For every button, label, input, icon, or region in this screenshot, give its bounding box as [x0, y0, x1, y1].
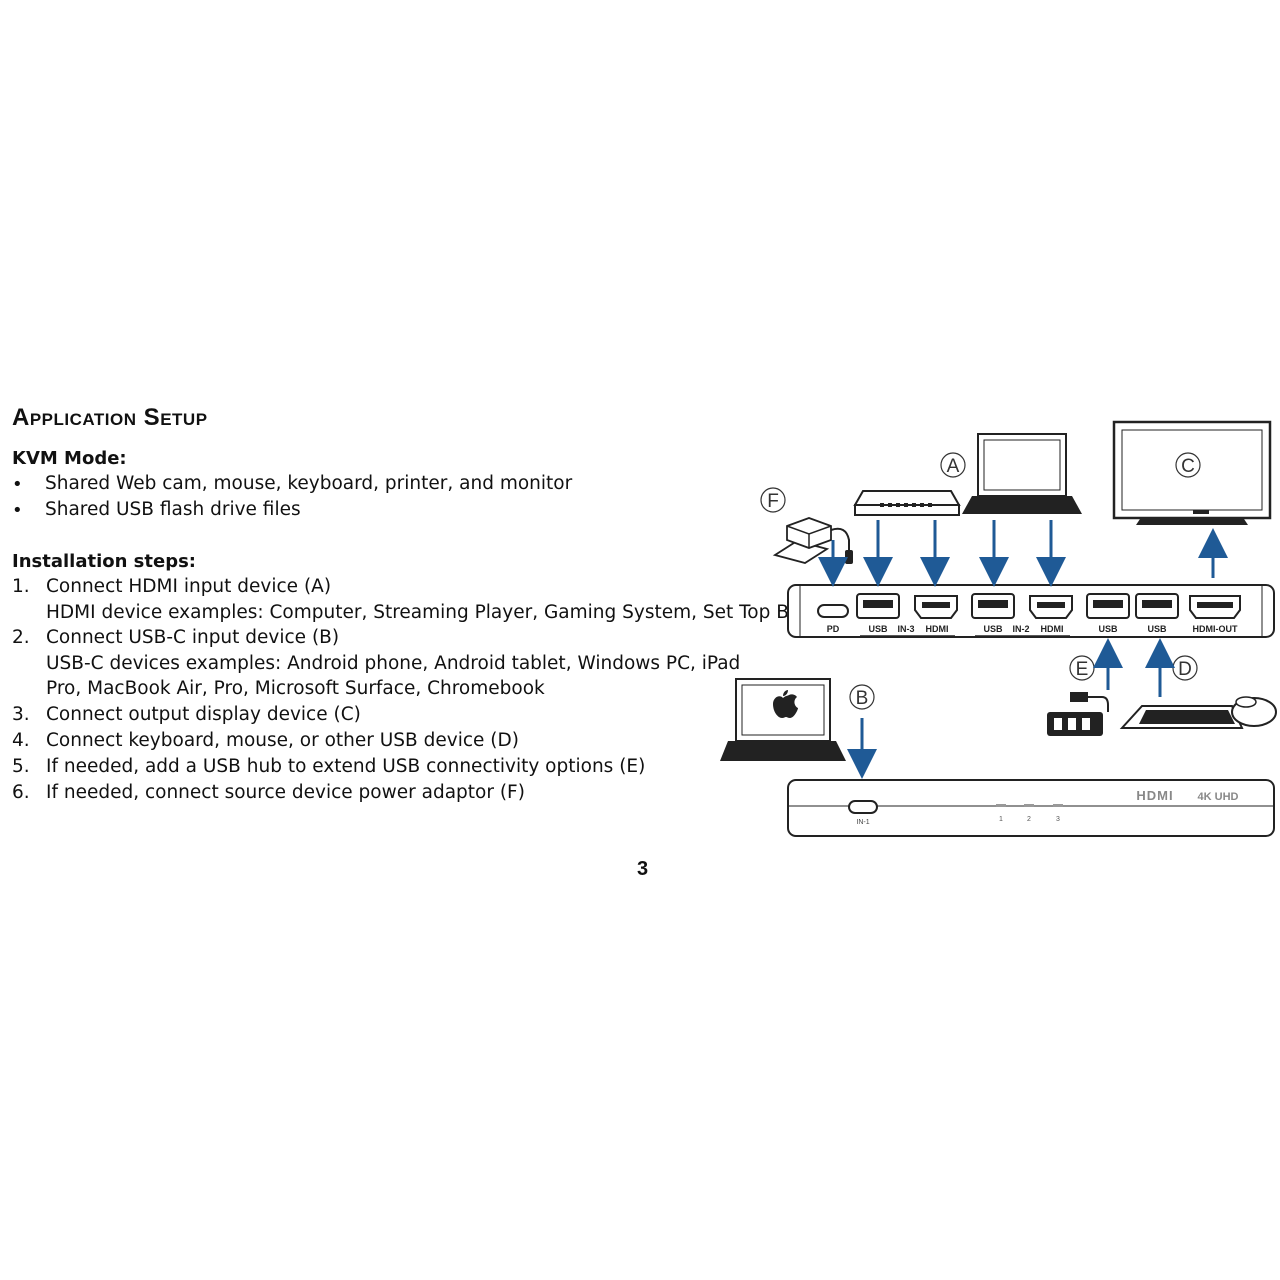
port-label: USB	[868, 624, 888, 634]
mouse-icon	[1231, 696, 1277, 727]
callout-d: D	[1172, 655, 1198, 681]
led-indicator	[1024, 804, 1034, 807]
connection-arrows	[818, 520, 1228, 779]
kvm-bullet-2: Shared USB flash drive files	[45, 499, 301, 520]
hdmi-logo: HDMI	[1136, 788, 1173, 803]
led-label: 3	[1056, 816, 1060, 823]
kvm-heading: KVM Mode:	[12, 448, 127, 469]
callout-c: C	[1175, 452, 1201, 478]
power-adapter-icon	[772, 517, 853, 564]
svg-text:D: D	[1178, 659, 1192, 680]
hdmi-port	[1029, 595, 1073, 619]
step-1-line-1: Connect HDMI input device (A)	[46, 576, 332, 597]
in1-label: IN-1	[856, 819, 869, 826]
led-label: 1	[999, 816, 1003, 823]
apple-logo-icon	[773, 694, 798, 718]
step-2-line-3: Pro, MacBook Air, Pro, Microsoft Surface…	[46, 678, 545, 699]
port-label: IN-3	[897, 624, 914, 634]
pd-port	[817, 604, 849, 618]
step-number: 6.	[12, 782, 30, 803]
svg-text:C: C	[1181, 456, 1195, 477]
page-number: 3	[637, 858, 649, 880]
step-number: 2.	[12, 627, 30, 648]
port-label: HDMI	[1041, 624, 1064, 634]
port-label: HDMI-OUT	[1193, 624, 1238, 634]
port-label: USB	[1098, 624, 1118, 634]
callout-e: E	[1069, 655, 1095, 681]
kvm-bullet-1: Shared Web cam, mouse, keyboard, printer…	[45, 473, 573, 494]
step-2-line-2: USB-C devices examples: Android phone, A…	[46, 653, 741, 674]
svg-text:E: E	[1076, 659, 1089, 680]
led-indicator	[1053, 804, 1063, 807]
hdmi-out-port	[1189, 595, 1241, 619]
callout-b: B	[849, 684, 875, 710]
step-4-line-1: Connect keyboard, mouse, or other USB de…	[46, 730, 519, 751]
step-number: 4.	[12, 730, 30, 751]
led-label: 2	[1027, 816, 1031, 823]
led-indicator	[996, 804, 1006, 807]
streaming-box-icon	[853, 490, 961, 516]
hdmi-port	[914, 595, 958, 619]
usb-hub-icon	[1047, 692, 1109, 736]
step-1-line-2: HDMI device examples: Computer, Streamin…	[46, 602, 811, 623]
port-label: USB	[1147, 624, 1167, 634]
callout-f: F	[760, 487, 786, 513]
install-heading: Installation steps:	[12, 551, 197, 572]
step-number: 3.	[12, 704, 30, 725]
step-5-line-1: If needed, add a USB hub to extend USB c…	[46, 756, 646, 777]
in1-port	[848, 800, 878, 814]
step-2-line-1: Connect USB-C input device (B)	[46, 627, 340, 648]
port-label: IN-2	[1012, 624, 1029, 634]
bullet-marker: •	[12, 500, 23, 521]
bullet-marker: •	[12, 474, 23, 495]
port-label: PD	[827, 624, 840, 634]
step-number: 5.	[12, 756, 30, 777]
callout-a: A	[940, 452, 966, 478]
keyboard-icon	[1119, 705, 1244, 729]
svg-text:F: F	[767, 491, 779, 512]
svg-text:B: B	[856, 688, 869, 709]
usb-port	[856, 593, 900, 619]
step-number: 1.	[12, 576, 30, 597]
port-label: USB	[983, 624, 1003, 634]
uhd-logo: 4K UHD	[1198, 791, 1239, 803]
page-title: Application Setup	[12, 404, 208, 431]
usb-port	[1135, 593, 1179, 619]
step-3-line-1: Connect output display device (C)	[46, 704, 361, 725]
switch-rear-panel: PD USB IN-3 HDMI USB IN-2 HDMI USB USB H…	[787, 584, 1275, 638]
step-6-line-1: If needed, connect source device power a…	[46, 782, 525, 803]
usb-port	[1086, 593, 1130, 619]
usb-port	[971, 593, 1015, 619]
svg-text:A: A	[947, 456, 960, 477]
macbook-icon	[720, 678, 846, 761]
laptop-icon	[962, 433, 1082, 514]
switch-front-panel: IN-1 1 2 3 HDMI 4K UHD	[787, 779, 1275, 837]
port-label: HDMI	[926, 624, 949, 634]
